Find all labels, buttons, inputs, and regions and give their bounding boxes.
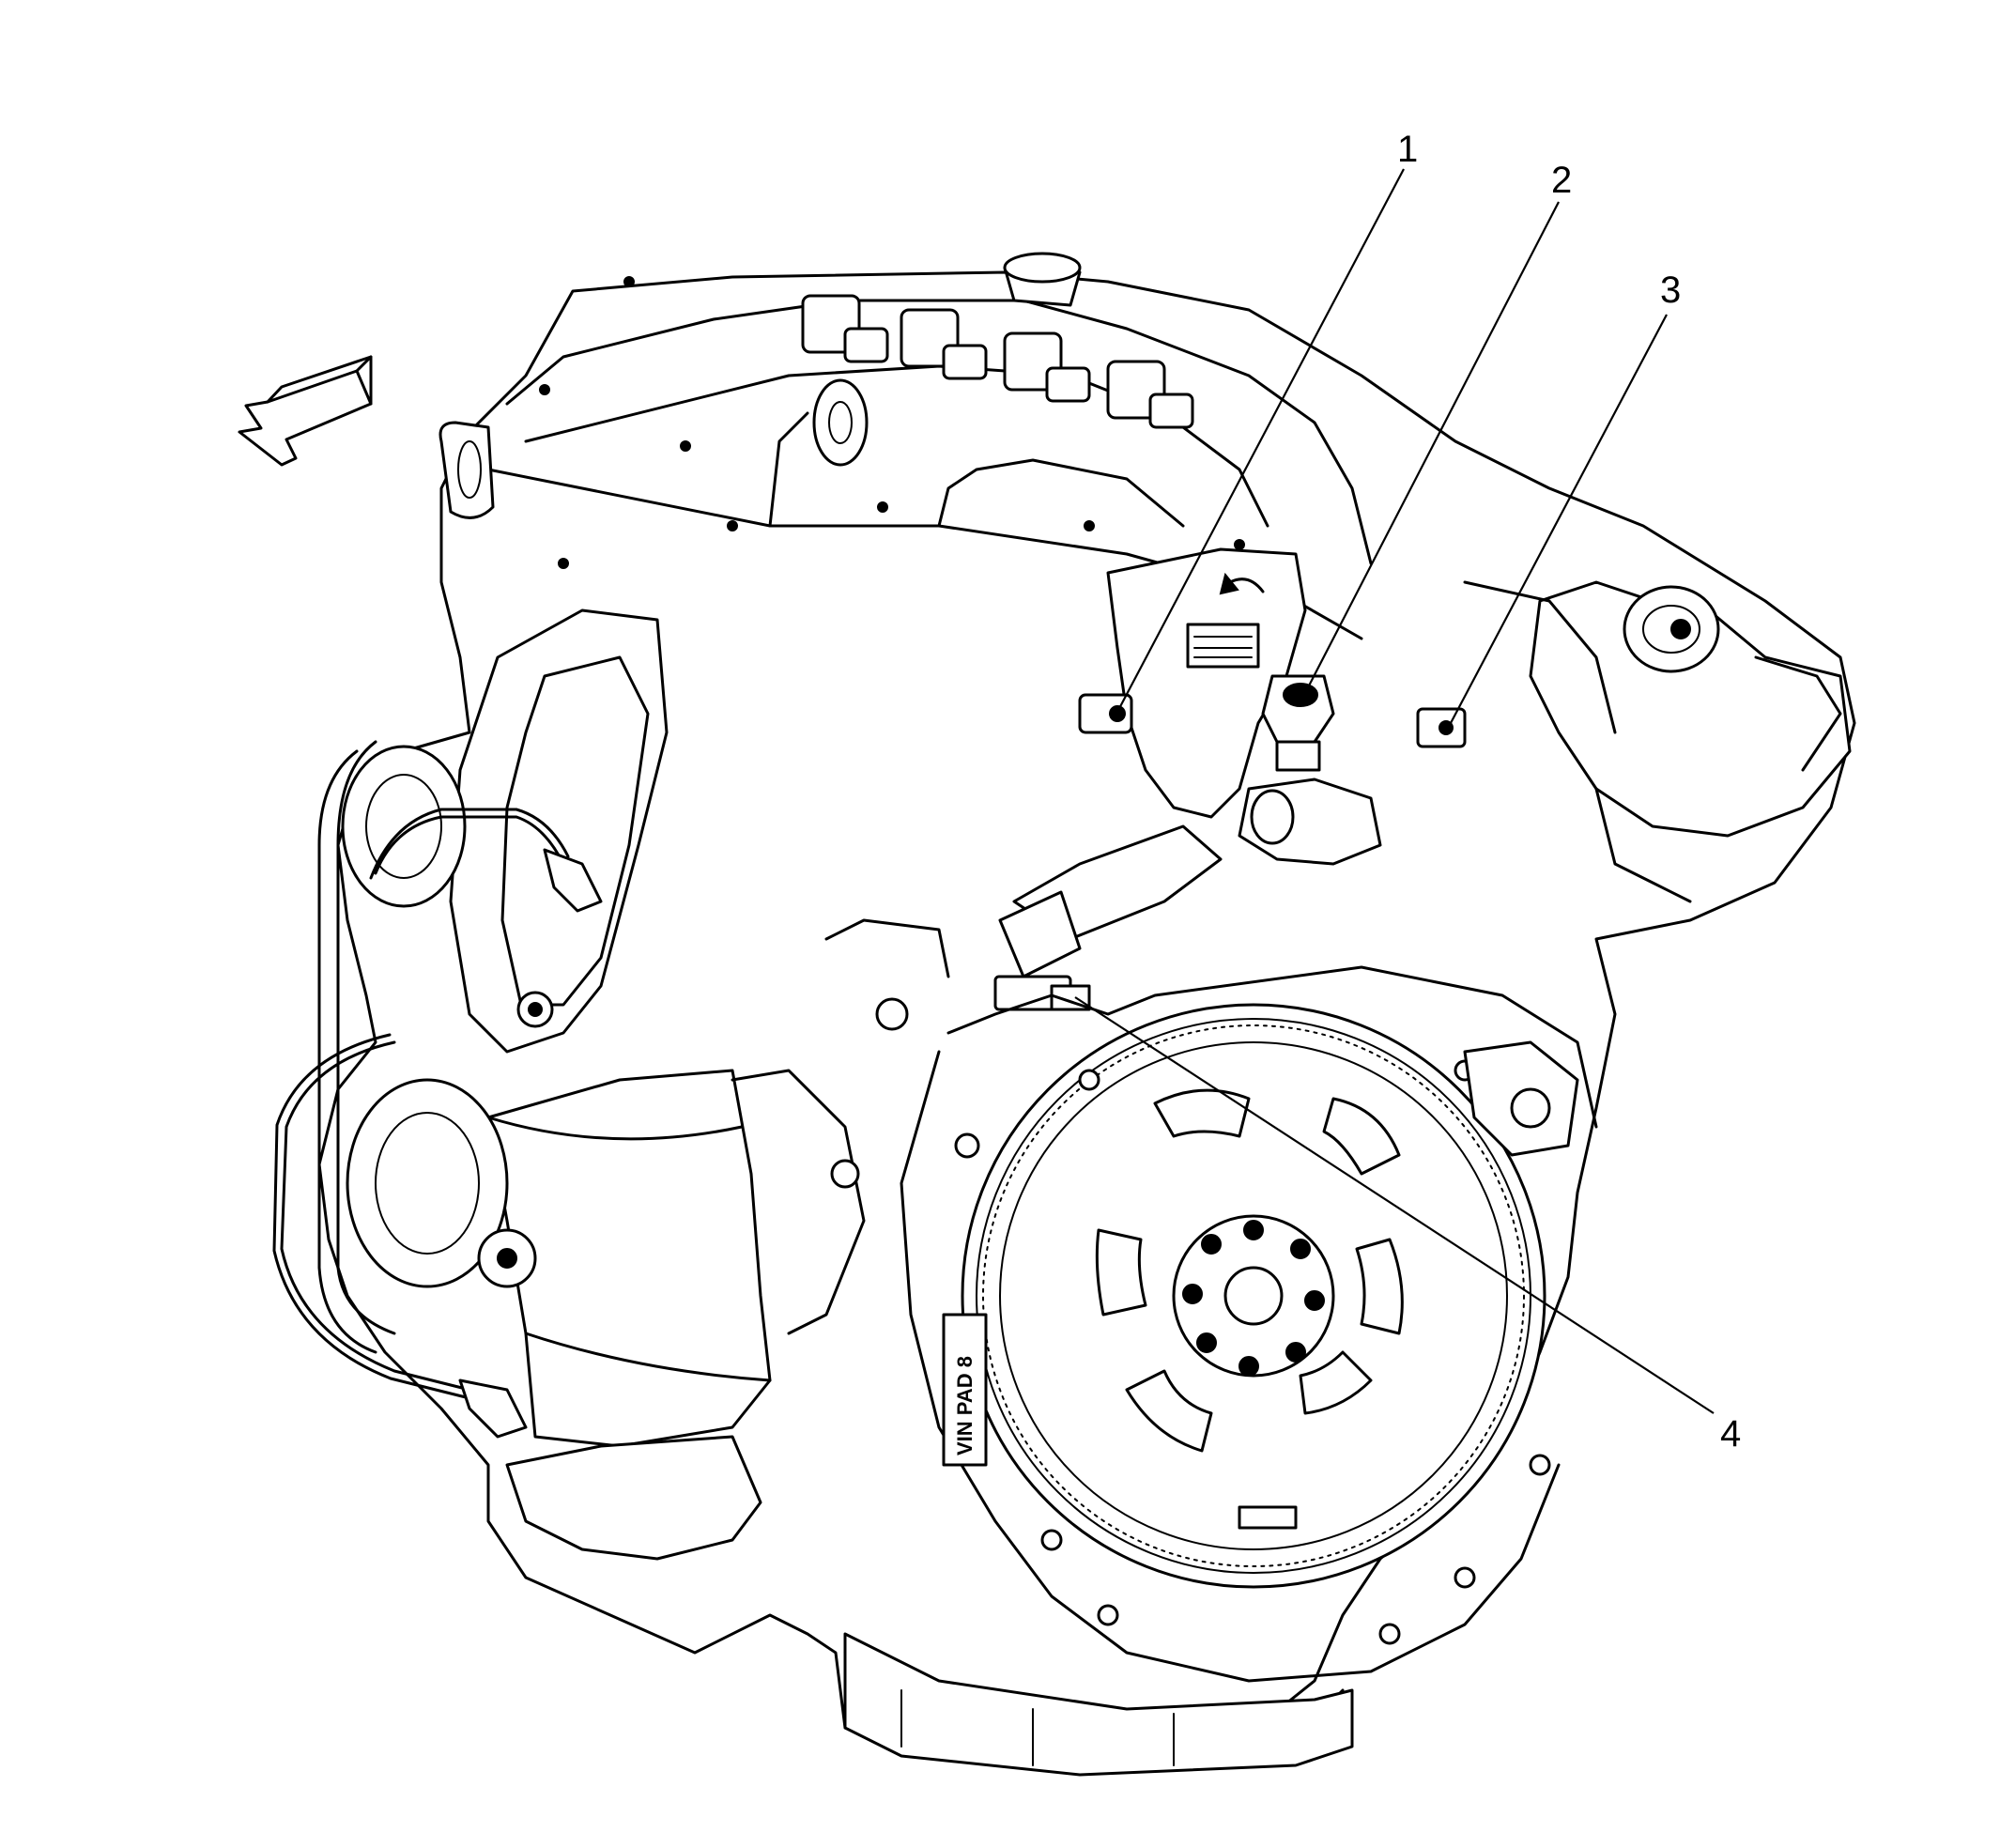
flexplate xyxy=(961,1003,1546,1589)
throttle-body xyxy=(1463,580,1852,903)
timing-cover xyxy=(1106,547,1307,819)
callout-1: 1 xyxy=(1397,129,1418,170)
callout-4: 4 xyxy=(1720,1413,1741,1455)
oxygen-sensor-harness xyxy=(272,808,603,1439)
front-direction-arrow-icon xyxy=(238,355,373,467)
callout-labels: 1 2 3 4 xyxy=(1397,129,1741,1455)
vin-pad-stamp: VIN PAD 8 xyxy=(953,1356,977,1455)
exhaust-heat-shield xyxy=(449,608,669,1054)
oil-pan xyxy=(843,1632,1354,1777)
leader-line-1 xyxy=(1115,168,1405,716)
leader-line-2 xyxy=(1304,201,1560,694)
accessory-drive-belt xyxy=(317,740,537,1354)
callout-leaders xyxy=(1074,168,1715,1414)
engine-block-rear: VIN PAD 8 xyxy=(731,918,1598,1739)
callout-3: 3 xyxy=(1660,270,1681,311)
callout-2: 2 xyxy=(1551,160,1572,201)
valve-cover xyxy=(438,252,1373,640)
sensor-connectors xyxy=(993,674,1467,1011)
catalytic-converter xyxy=(486,1069,772,1561)
leader-line-4 xyxy=(1074,996,1715,1414)
leader-line-3 xyxy=(1450,314,1668,724)
